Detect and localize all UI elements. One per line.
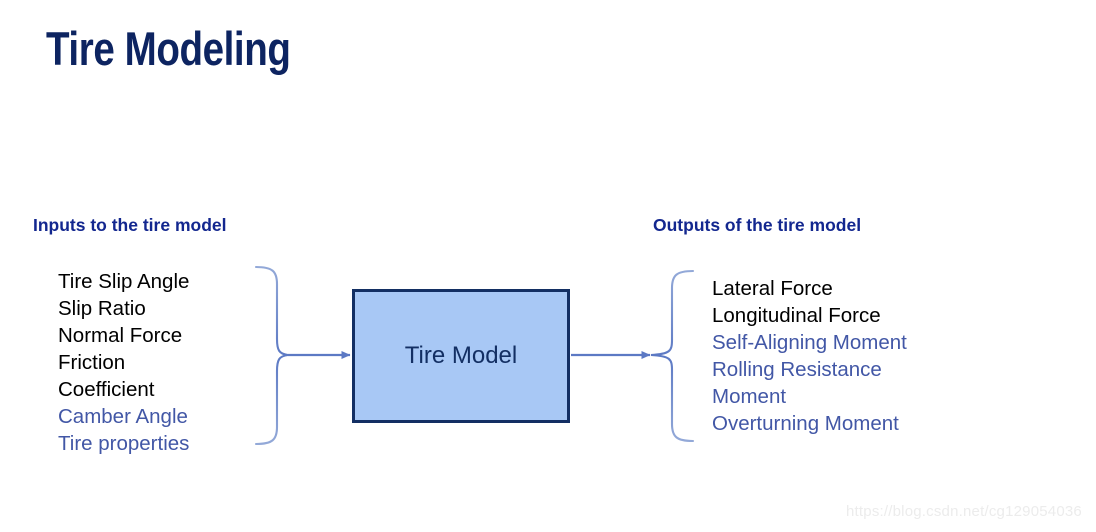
list-item: Tire Slip Angle <box>58 270 190 293</box>
right-brace-icon <box>650 269 695 443</box>
list-item: Camber Angle <box>58 405 188 428</box>
list-item: Coefficient <box>58 378 155 401</box>
tire-model-box: Tire Model <box>352 289 570 423</box>
list-item: Overturning Moment <box>712 412 899 435</box>
list-item: Slip Ratio <box>58 297 146 320</box>
list-item: Longitudinal Force <box>712 304 881 327</box>
list-item: Normal Force <box>58 324 183 347</box>
outputs-heading: Outputs of the tire model <box>653 215 862 235</box>
inputs-heading: Inputs to the tire model <box>33 215 227 235</box>
list-item: Lateral Force <box>712 277 833 300</box>
inputs-list: Tire Slip Angle Slip Ratio Normal Force … <box>58 268 189 457</box>
outputs-list: Lateral Force Longitudinal Force Self-Al… <box>712 275 907 437</box>
watermark-text: https://blog.csdn.net/cg129054036 <box>846 503 1082 520</box>
list-item: Rolling Resistance <box>712 358 882 381</box>
tire-model-box-label: Tire Model <box>404 342 518 369</box>
page-title: Tire Modeling <box>46 22 291 75</box>
list-item: Self-Aligning Moment <box>712 331 907 354</box>
left-brace-icon <box>254 265 289 446</box>
list-item: Tire properties <box>58 432 190 455</box>
list-item: Moment <box>712 385 787 408</box>
list-item: Friction <box>58 351 126 374</box>
